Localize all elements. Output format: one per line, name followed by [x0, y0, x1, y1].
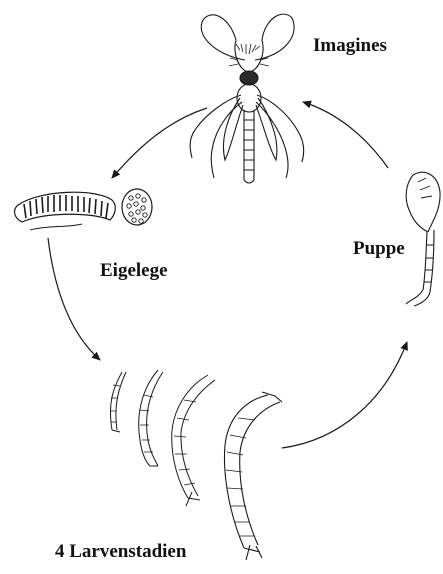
larva-instar-1 [110, 372, 126, 432]
larva-instar-4 [224, 392, 282, 560]
label-larvenstadien: 4 Larvenstadien [55, 541, 186, 563]
label-eigelege: Eigelege [100, 260, 168, 282]
egg-mass-illustration [15, 189, 152, 230]
pupa-illustration [406, 172, 440, 306]
label-imagines: Imagines [313, 35, 387, 57]
adult-midge-illustration [190, 14, 304, 183]
arrow-pupa-to-adult [303, 102, 388, 168]
larva-instar-2 [139, 370, 163, 466]
arrow-adult-to-eggs [112, 108, 207, 178]
arrow-larvae-to-pupa [282, 342, 407, 448]
arrow-eggs-to-larvae [48, 238, 100, 360]
larva-instar-3 [172, 375, 215, 506]
label-puppe: Puppe [353, 238, 405, 260]
